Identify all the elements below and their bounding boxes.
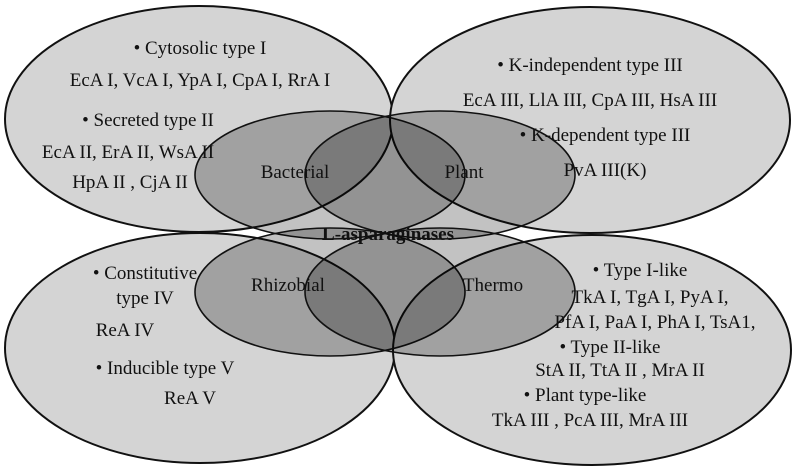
- rhizobial-line: • Inducible type V: [96, 358, 235, 379]
- bacterial-line: • Secreted type II: [82, 110, 214, 131]
- thermo-line: • Plant type-like: [524, 385, 647, 406]
- thermo-label: Thermo: [463, 275, 523, 296]
- plant-label: Plant: [444, 162, 484, 183]
- thermo-line: StA II, TtA II , MrA II: [535, 360, 705, 381]
- thermo-line: TkA III , PcA III, MrA III: [492, 410, 688, 431]
- plant-line: EcA III, LlA III, CpA III, HsA III: [463, 90, 717, 111]
- thermo-line: PfA I, PaA I, PhA I, TsA1,: [554, 312, 755, 333]
- bacterial-line: EcA I, VcA I, YpA I, CpA I, RrA I: [70, 70, 331, 91]
- rhizobial-label: Rhizobial: [251, 275, 325, 296]
- plant-line: • K-dependent type III: [520, 125, 691, 146]
- plant-line: • K-independent type III: [497, 55, 683, 76]
- thermo-line: • Type II-like: [560, 337, 661, 358]
- inner-ellipse-plant: [304, 110, 576, 240]
- rhizobial-line: ReA V: [164, 388, 216, 409]
- outer-ellipse-plant: [389, 6, 791, 234]
- bacterial-line: • Cytosolic type I: [134, 38, 267, 59]
- inner-ellipse-rhizobial: [194, 227, 466, 357]
- rhizobial-line: type IV: [116, 288, 174, 309]
- inner-ellipse-bacterial: [194, 110, 466, 240]
- bacterial-label: Bacterial: [261, 162, 330, 183]
- bacterial-line: EcA II, ErA II, WsA II: [42, 142, 214, 163]
- plant-line: PvA III(K): [564, 160, 647, 181]
- rhizobial-line: ReA IV: [96, 320, 155, 341]
- thermo-line: • Type I-like: [593, 260, 688, 281]
- inner-ellipse-thermo: [304, 227, 576, 357]
- bacterial-line: HpA II , CjA II: [72, 172, 188, 193]
- thermo-line: TkA I, TgA I, PyA I,: [572, 287, 729, 308]
- outer-ellipse-thermo: [392, 234, 792, 466]
- center-label: L-asparaginases: [322, 224, 454, 245]
- rhizobial-line: • Constitutive: [93, 263, 197, 284]
